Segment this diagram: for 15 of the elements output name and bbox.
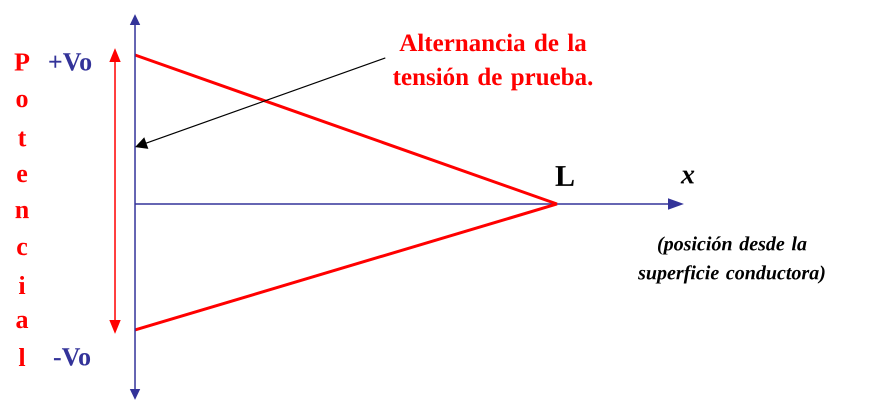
letter: o [16,94,28,108]
letter: e [17,170,28,182]
letter: i [18,276,26,294]
axis-label: -Vo [54,348,90,366]
letter: a [16,316,28,328]
letter: c [17,242,28,256]
axis-label: L [556,166,574,186]
axis-label: +Vo [49,53,92,71]
callout-text: Alternancia de la tensión de prueba. [393,34,592,90]
letter: l [18,348,26,366]
letter: P [14,53,30,70]
axis-caption: (posición desde la superficie conductora) [638,236,825,284]
axis-label: x [680,170,694,184]
letter: t [18,132,26,146]
letter: n [16,206,29,218]
